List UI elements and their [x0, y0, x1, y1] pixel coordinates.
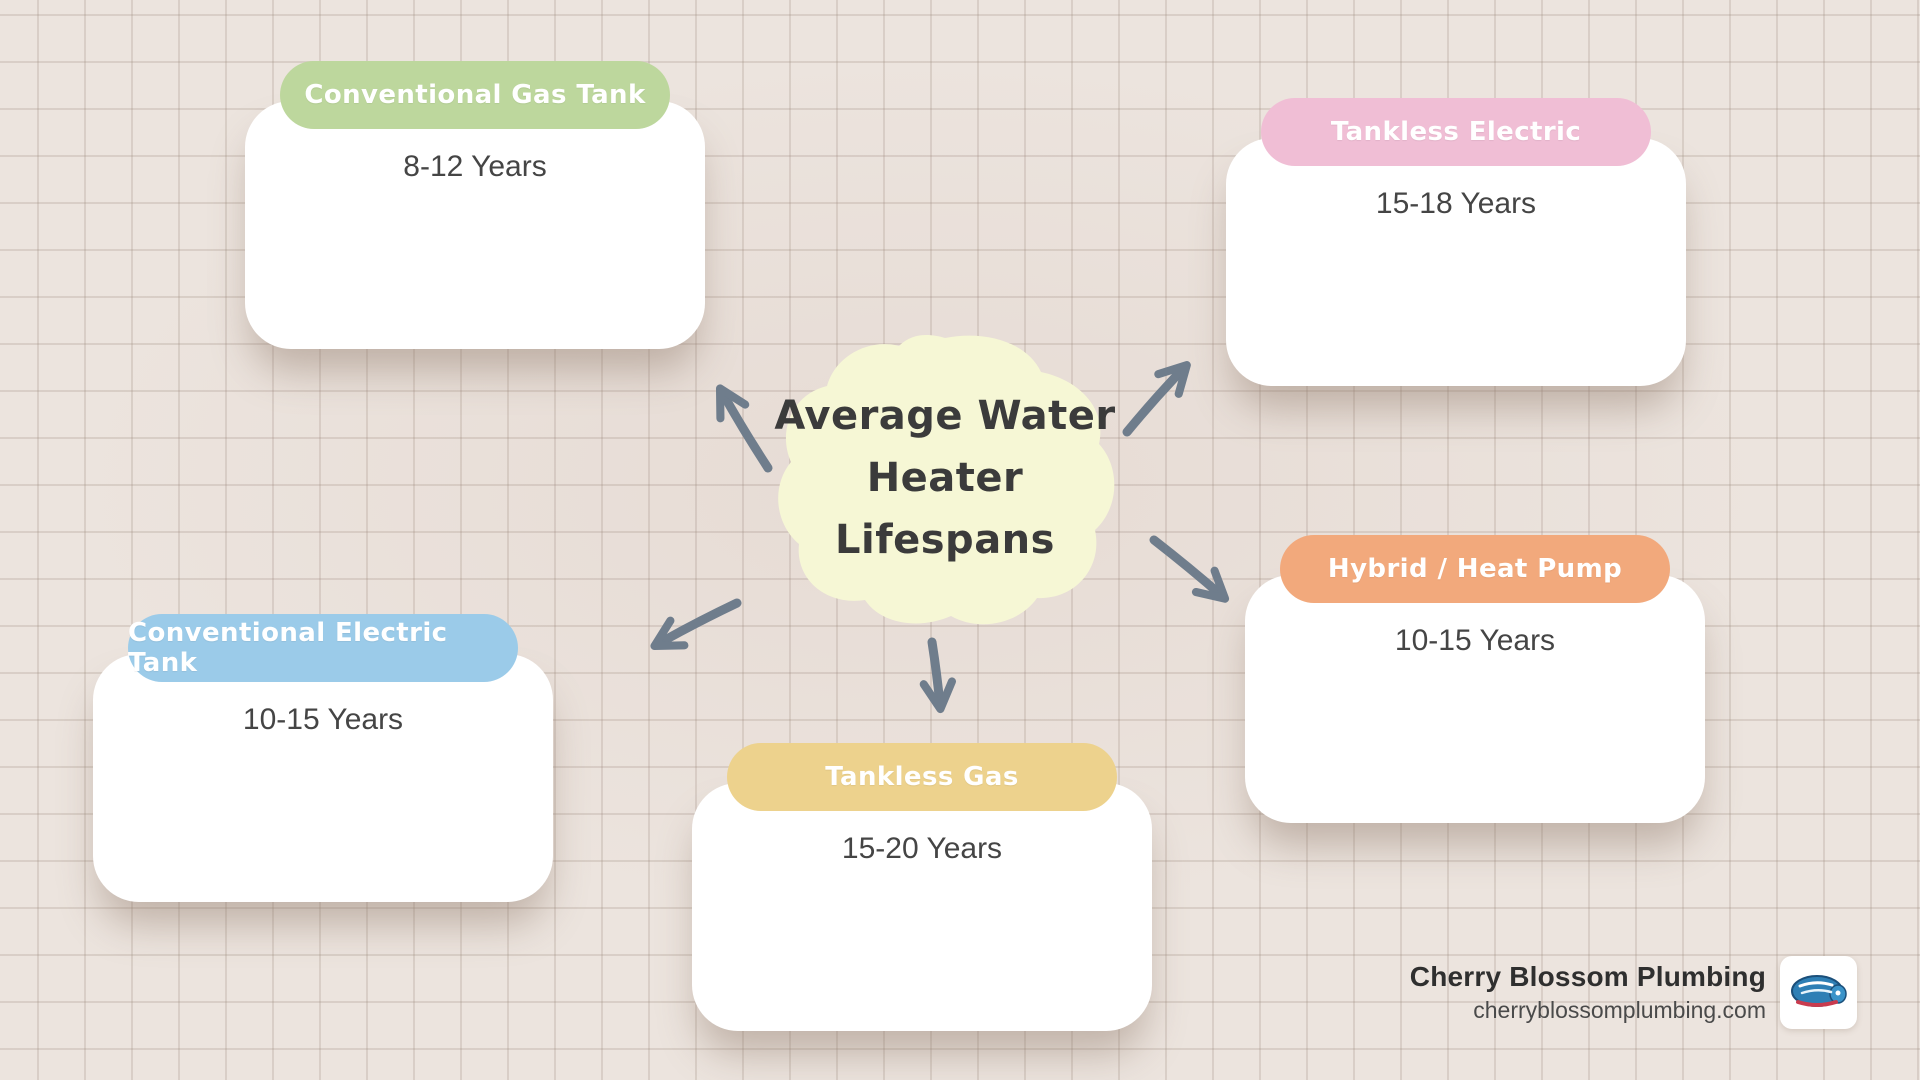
arrow-to-tankless-gas — [919, 637, 957, 714]
card-label-pill: Conventional Gas Tank — [280, 61, 670, 129]
card-label-pill: Tankless Gas — [727, 743, 1117, 811]
lifespan-value: 15-20 Years — [841, 832, 1003, 865]
arrow-to-conventional-electric-tank — [650, 598, 742, 651]
card-conventional-gas-tank: Conventional Gas Tank 8-12 Years — [245, 61, 705, 349]
company-logo-icon — [1780, 956, 1857, 1029]
diagram-title-line1: Average Water — [774, 393, 1116, 439]
card-hybrid-heat-pump: Hybrid / Heat Pump 10-15 Years — [1245, 535, 1705, 823]
card-label-pill: Tankless Electric — [1261, 98, 1651, 166]
arrow-to-tankless-electric — [1122, 361, 1191, 437]
lifespan-value: 10-15 Years — [1394, 624, 1556, 657]
card-tankless-gas: Tankless Gas 15-20 Years — [692, 743, 1152, 1031]
company-website: cherryblossomplumbing.com — [1473, 997, 1766, 1023]
arrow-to-hybrid-heat-pump — [1149, 535, 1230, 603]
lifespan-value: 15-18 Years — [1375, 187, 1537, 220]
diagram-title: Average Water Heater Lifespans — [769, 328, 1121, 628]
blob-shape-icon — [778, 335, 1115, 625]
lifespan-value: 10-15 Years — [242, 703, 404, 736]
diagram-title-line2: Heater Lifespans — [835, 455, 1055, 563]
card-conventional-electric-tank: Conventional Electric Tank 10-15 Years — [93, 614, 553, 902]
card-tankless-electric: Tankless Electric 15-18 Years — [1226, 98, 1686, 386]
company-name: Cherry Blossom Plumbing — [1409, 961, 1766, 992]
card-label-pill: Hybrid / Heat Pump — [1280, 535, 1670, 603]
central-topic: Average Water Heater Lifespans — [769, 328, 1121, 628]
attribution: Cherry Blossom Plumbing cherryblossomplu… — [1410, 956, 1857, 1029]
card-label-pill: Conventional Electric Tank — [128, 614, 518, 682]
lifespan-value: 8-12 Years — [403, 150, 547, 183]
arrow-to-conventional-gas-tank — [715, 384, 773, 473]
